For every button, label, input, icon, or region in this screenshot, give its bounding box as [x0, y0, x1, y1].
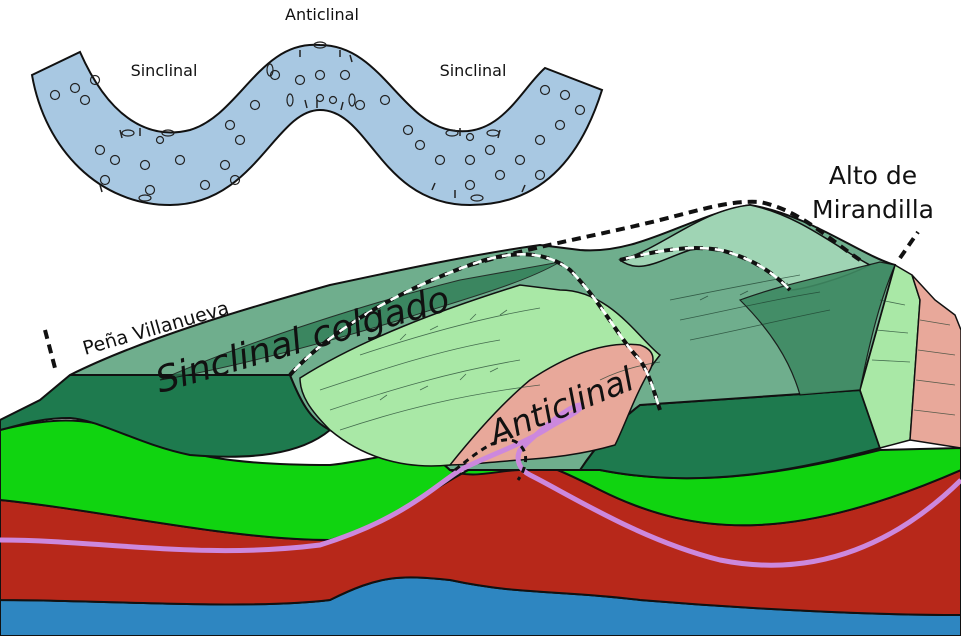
- block-diagram: Peña Villanueva Alto de Mirandilla Sincl…: [0, 161, 961, 636]
- syncline-right-label: Sinclinal: [440, 61, 507, 80]
- fold-schematic: Anticlinal Sinclinal Sinclinal: [32, 5, 602, 205]
- alto-mirandilla-line2: Mirandilla: [812, 195, 934, 224]
- alto-mirandilla-line1: Alto de: [829, 161, 917, 190]
- folded-layer: [32, 45, 602, 205]
- syncline-left-label: Sinclinal: [131, 61, 198, 80]
- anticline-label: Anticlinal: [285, 5, 359, 24]
